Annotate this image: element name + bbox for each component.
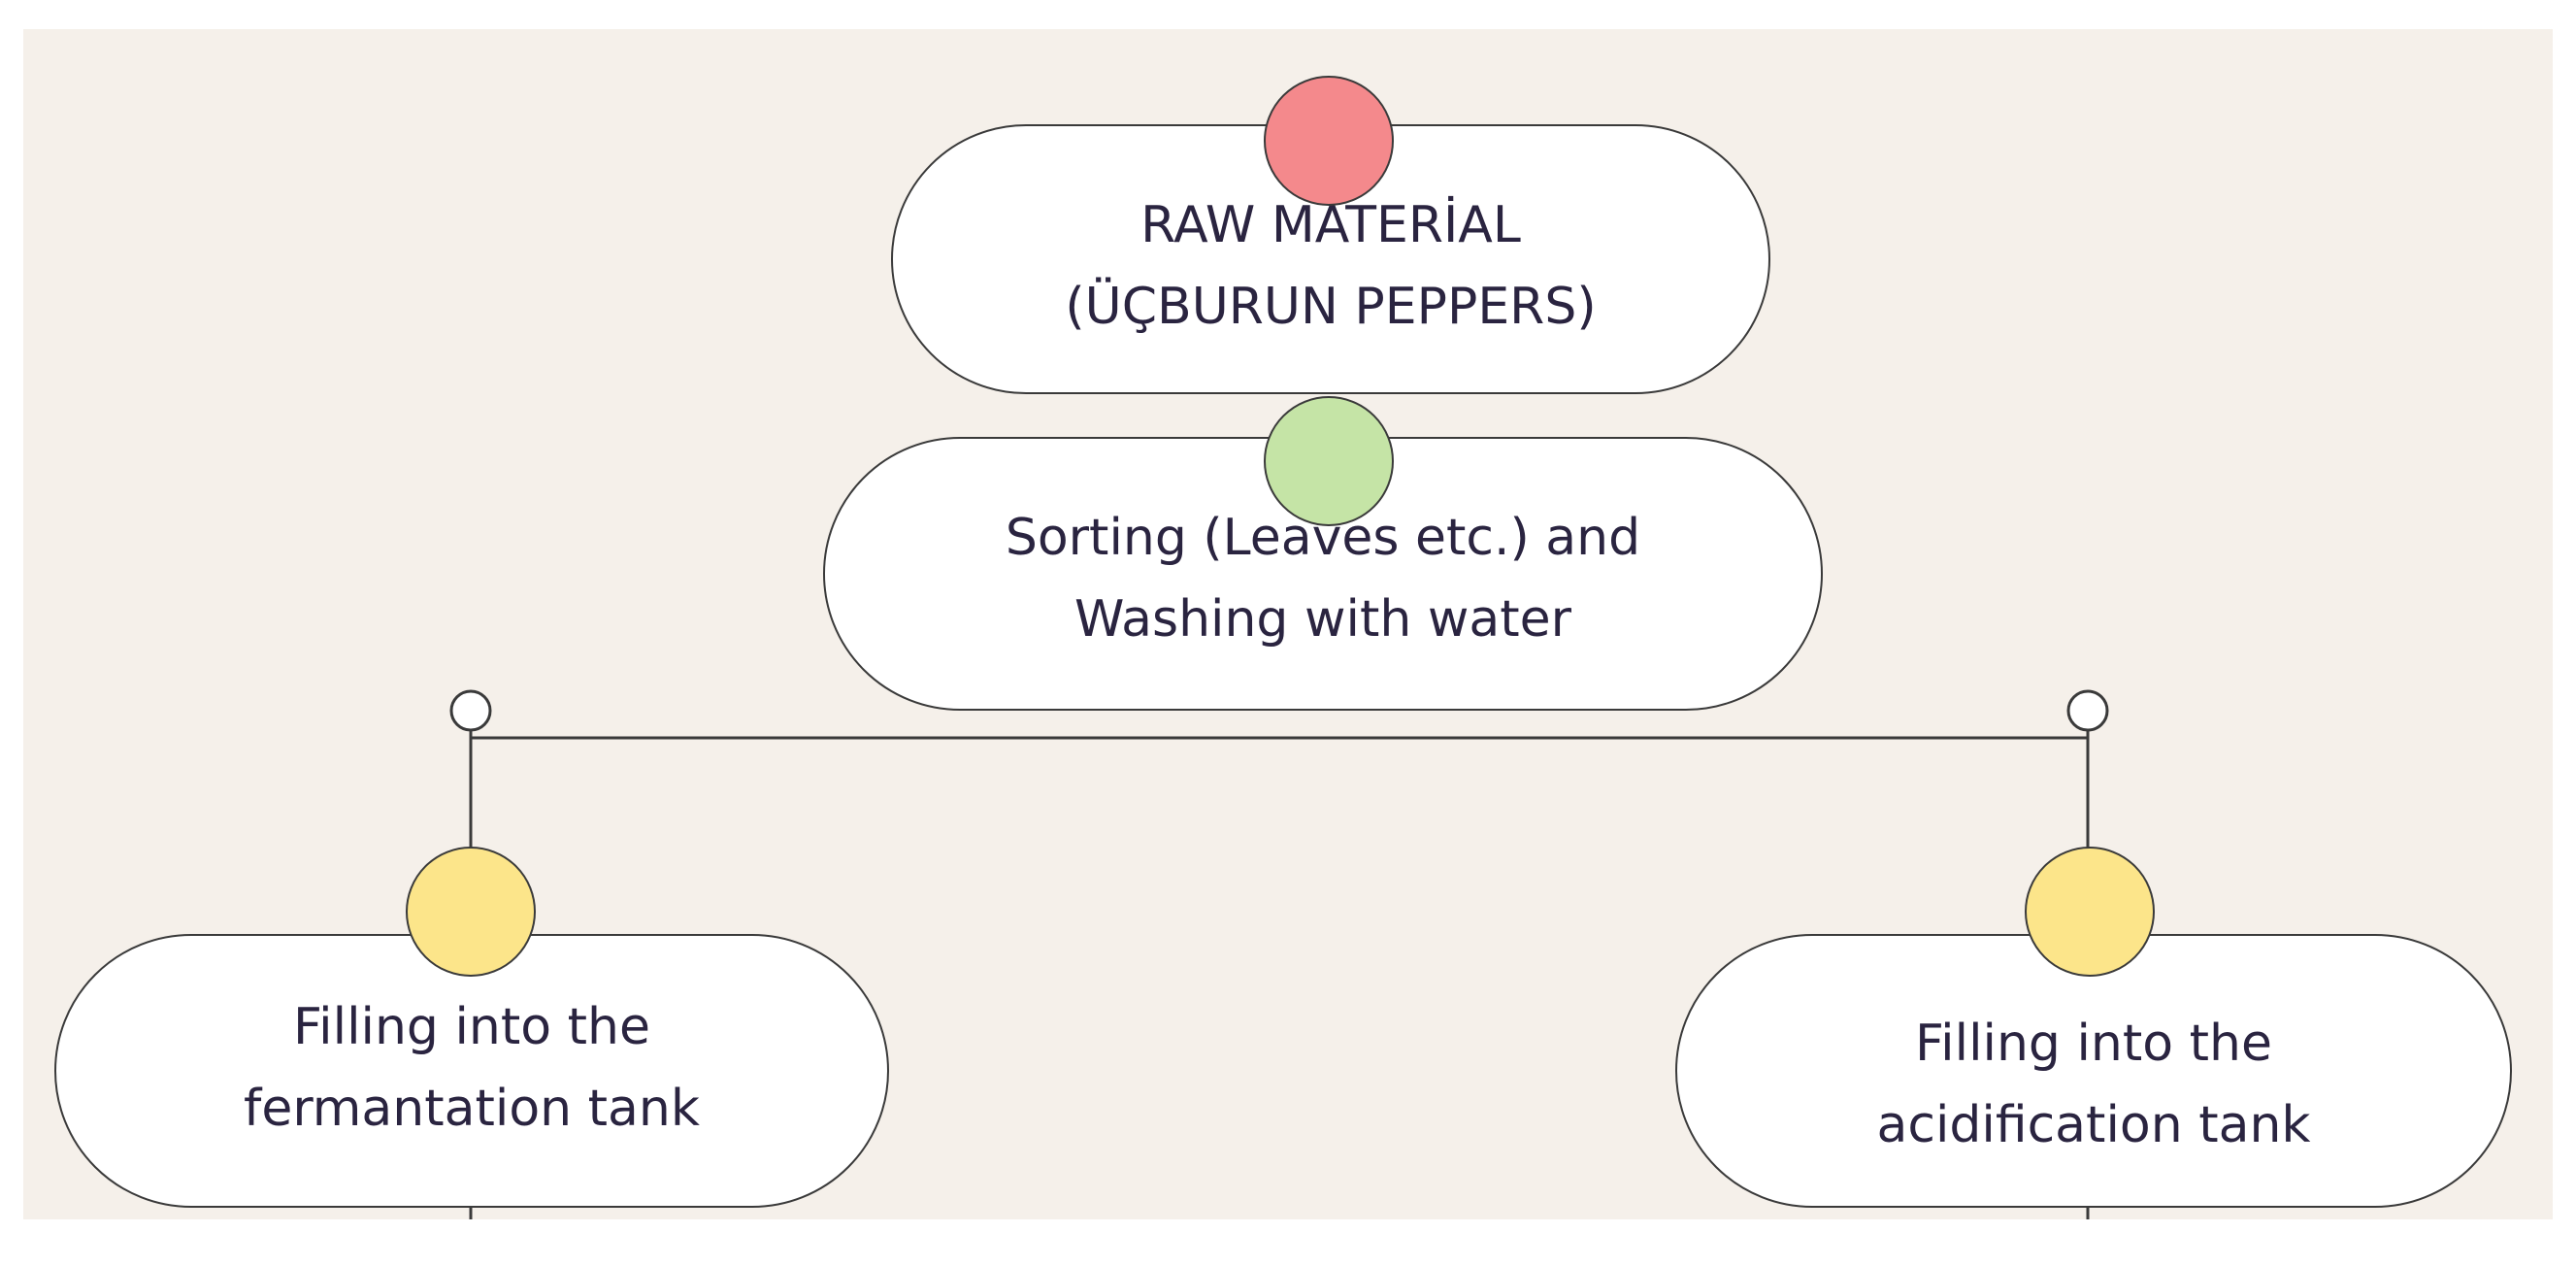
- acidification-label-line1: Filling into the: [1915, 1015, 2272, 1073]
- sorting-label-line2: Washing with water: [1074, 590, 1571, 649]
- raw-material-status-dot: [1264, 76, 1394, 206]
- fermentation-label-line1: Filling into the: [293, 998, 650, 1056]
- fermentation-status-dot: [406, 847, 536, 977]
- raw-material-label-line2: (ÜÇBURUN PEPPERS): [1065, 278, 1597, 336]
- raw-material-node: RAW MATERİAL (ÜÇBURUN PEPPERS): [891, 124, 1770, 394]
- right-branch-node: [2066, 689, 2109, 732]
- fermentation-label-line2: fermantation tank: [244, 1080, 700, 1138]
- acidification-label-line2: acidification tank: [1876, 1096, 2311, 1154]
- acidification-status-dot: [2025, 847, 2155, 977]
- sorting-status-dot: [1264, 396, 1394, 526]
- raw-material-label-line1: RAW MATERİAL: [1140, 196, 1521, 254]
- acidification-tank-node: Filling into the acidification tank: [1675, 934, 2512, 1208]
- sorting-washing-node: Sorting (Leaves etc.) and Washing with w…: [823, 437, 1823, 711]
- left-branch-node: [449, 689, 492, 732]
